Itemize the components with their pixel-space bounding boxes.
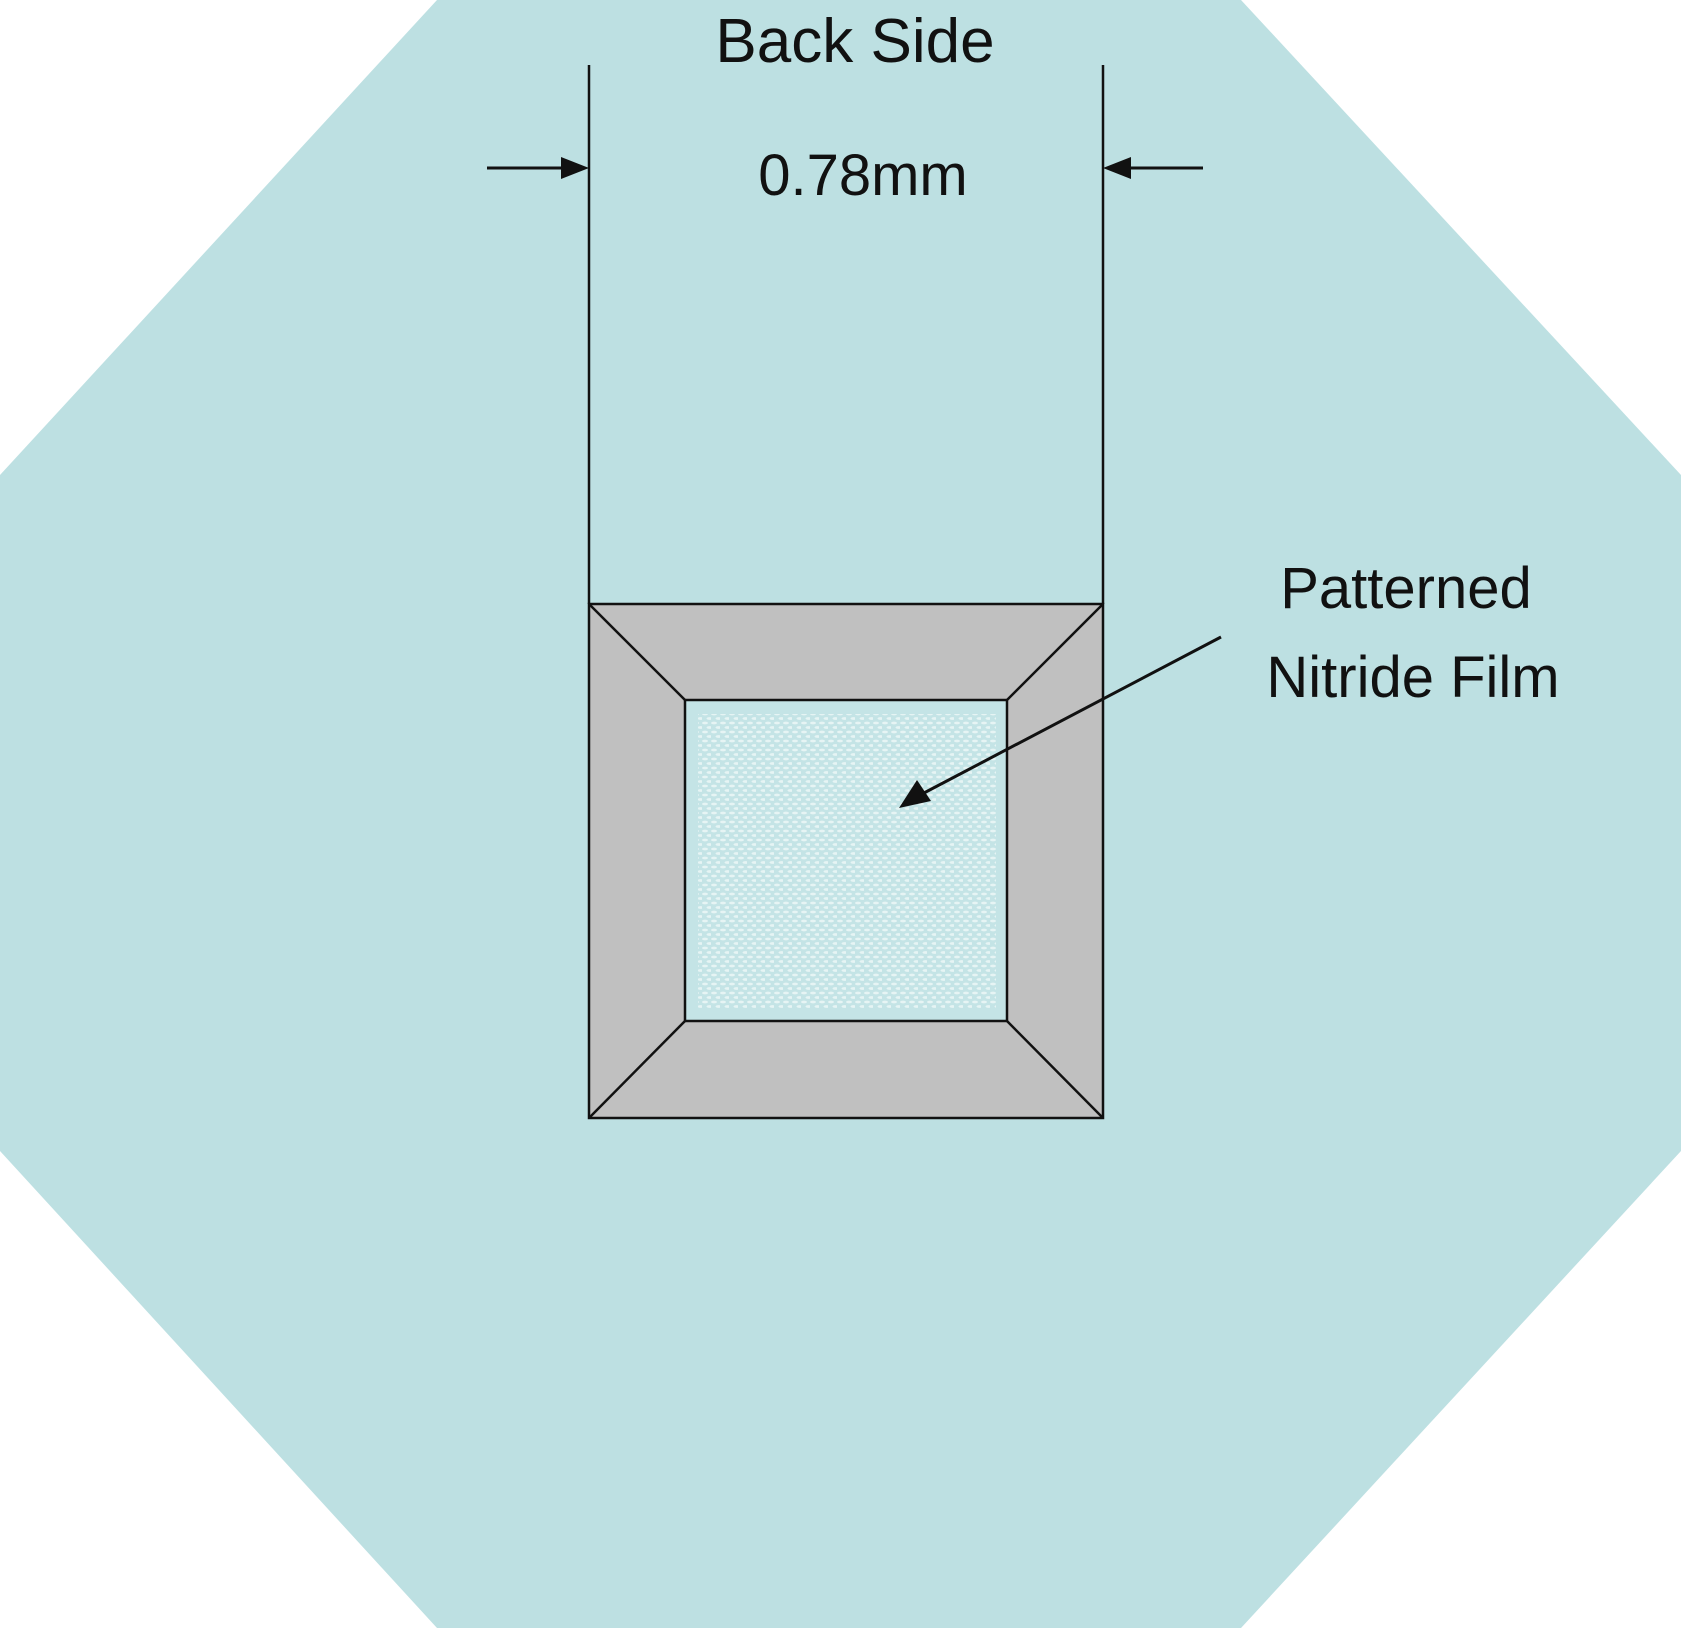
patterned-nitride-film	[698, 714, 996, 1009]
diagram-title: Back Side	[715, 7, 994, 76]
callout-arrow	[899, 635, 1222, 808]
dimension-arrow-right	[1103, 157, 1203, 179]
callout-label-line2: Nitride Film	[1266, 645, 1559, 710]
callout-label-line1: Patterned	[1280, 556, 1532, 621]
dimension-label: 0.78mm	[758, 143, 968, 208]
dimension-arrow-left	[487, 157, 589, 179]
